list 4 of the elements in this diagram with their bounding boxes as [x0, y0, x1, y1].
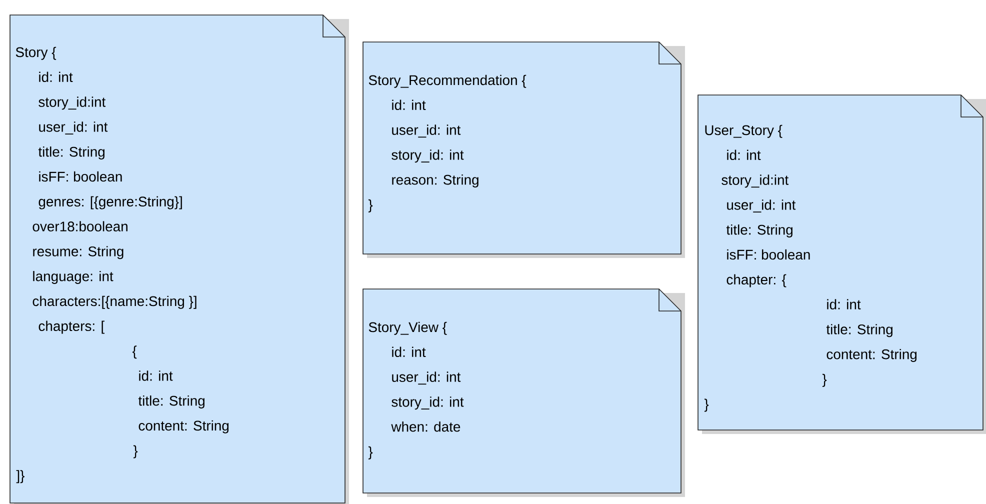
- note-box: Story_Recommendation { id: int user_id: int story_id: int reason: String }: [362, 42, 685, 258]
- note-box: Story_View { id: int user_id: int story_id: int when: date }: [362, 288, 685, 497]
- note-box: User_Story { id: int story_id:int user_id: int title: String isFF: boolean chapter: { id: int title: String content: String } }: [698, 94, 986, 434]
- note-box: Story { id: int story_id:int user_id: int title: String isFF: boolean genres: [{genre:String}] over18:boolean resume: String language: int characters:[{name:String }] chapters: [ { id: int title: String content: String } ]}: [10, 14, 349, 504]
